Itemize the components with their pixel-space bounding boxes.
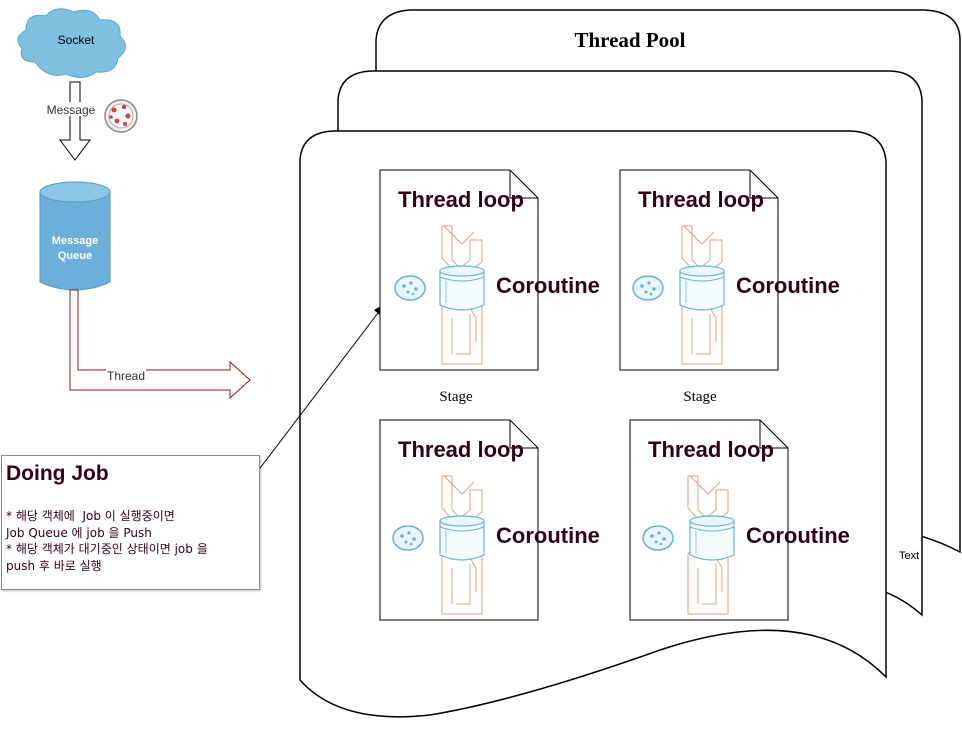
doing-job-line: * 해당 객체가 대기중인 상태이면 job 을 (6, 542, 208, 556)
message-down-arrow (59, 81, 91, 161)
edge-text-label: Text (899, 550, 919, 562)
message-queue-cylinder (39, 181, 111, 291)
message-label: Message (47, 103, 96, 117)
thread-loop-label: Thread loop (398, 437, 524, 462)
doing-job-box: Doing Job * 해당 객체에 Job 이 실행중이면 Job Queue… (1, 455, 260, 590)
coroutine-label: Coroutine (736, 273, 840, 298)
doing-job-description: * 해당 객체에 Job 이 실행중이면 Job Queue 에 job 을 P… (6, 508, 208, 574)
queue-label-line2: Queue (58, 250, 92, 262)
coroutine-label: Coroutine (496, 523, 600, 548)
thread-label: Thread (107, 369, 145, 383)
coroutine-label: Coroutine (496, 273, 600, 298)
doing-job-line: * 해당 객체에 Job 이 실행중이면 (6, 509, 175, 523)
thread-loop-label: Thread loop (638, 187, 764, 212)
socket-label: Socket (58, 33, 95, 47)
message-label-bg (44, 102, 98, 116)
thread-pool-title: Thread Pool (574, 28, 685, 52)
doing-job-line: Job Queue 에 job 을 Push (6, 525, 152, 540)
doing-job-title: Doing Job (6, 462, 109, 485)
stage-label: Stage (683, 389, 717, 405)
message-cookie-icon (104, 99, 138, 133)
socket-cloud-icon (17, 8, 126, 78)
thread-loop-label: Thread loop (648, 437, 774, 462)
queue-label-line1: Message (52, 235, 98, 247)
thread-arrow (69, 289, 251, 400)
thread-label-bg (106, 369, 146, 383)
stage-label: Stage (439, 389, 473, 405)
coroutine-label: Coroutine (746, 523, 850, 548)
thread-loop-label: Thread loop (398, 187, 524, 212)
doing-job-line: push 후 바로 실행 (6, 558, 102, 573)
